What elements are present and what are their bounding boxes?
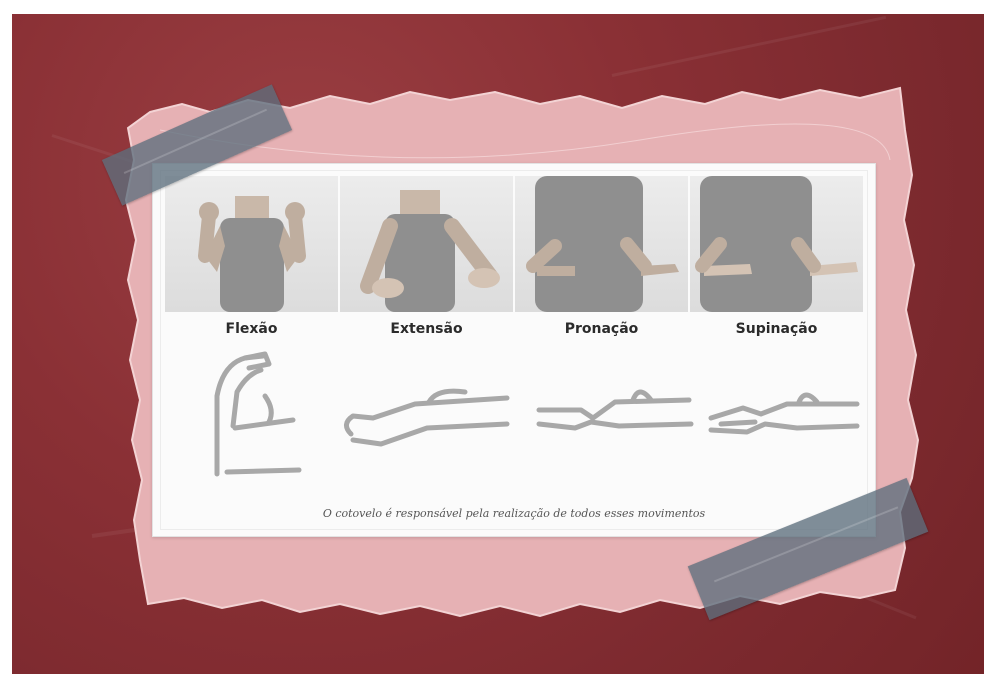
label-supinacao: Supinação (690, 318, 863, 340)
photo-extensao (340, 176, 513, 312)
movement-illustration-card: Flexão Extensão Pronação Supinação (152, 163, 876, 537)
movement-labels: Flexão Extensão Pronação Supinação (165, 318, 863, 340)
photo-row (165, 176, 863, 312)
label-pronacao: Pronação (515, 318, 688, 340)
sketch-supinacao (711, 395, 857, 432)
photo-pronacao (515, 176, 688, 312)
arm-sketches (165, 344, 863, 484)
label-flexao: Flexão (165, 318, 338, 340)
sketch-extensao (346, 391, 507, 444)
figure-caption: O cotovelo é responsável pela realização… (153, 507, 875, 520)
photo-flexao (165, 176, 338, 312)
label-extensao: Extensão (340, 318, 513, 340)
sketch-flexao (217, 354, 299, 474)
sketch-pronacao (539, 392, 691, 428)
photo-supinacao (690, 176, 863, 312)
